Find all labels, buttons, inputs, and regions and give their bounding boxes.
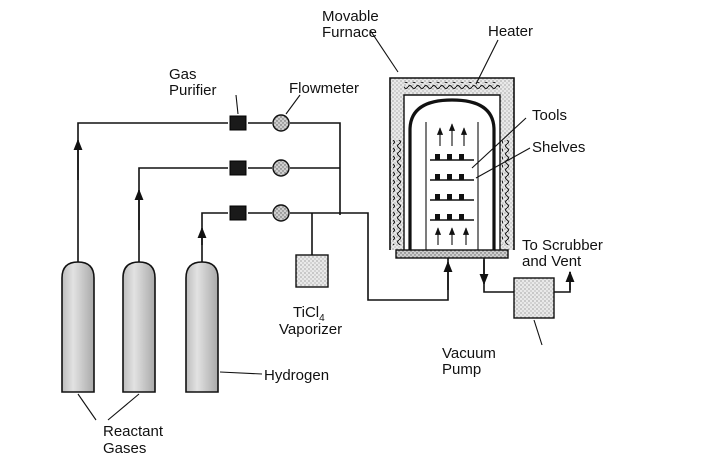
hydrogen-cylinder [185,261,219,393]
tools [435,154,464,220]
ticl4-vaporizer [295,254,329,288]
movable-furnace [389,77,515,250]
label-tools: Tools [532,107,567,124]
reactant-gas-cylinder-1 [61,261,95,393]
flowmeter-2 [272,159,290,177]
gas-line-2 [134,167,340,262]
label-ticl4-main: TiCl [293,304,319,321]
vent-line [554,272,571,293]
label-vacuum-2: Pump [442,361,481,378]
label-scrubber-1: To Scrubber [522,237,603,254]
leader-lines [77,29,543,421]
reactant-gas-cylinder-2 [122,261,156,393]
gas-purifier-1 [229,115,247,131]
label-movable-furnace-1: Movable [322,8,379,25]
label-scrubber-2: and Vent [522,253,582,270]
exhaust-line [483,258,514,293]
gas-line-1 [73,122,341,262]
retort-bell [408,98,496,250]
label-vaporizer: Vaporizer [279,321,342,338]
label-flowmeter: Flowmeter [289,80,359,97]
heater-coil-left [393,140,402,245]
label-ticl4: TiCl4 [293,304,325,324]
label-reactant-1: Reactant [103,423,164,440]
label-vacuum-1: Vacuum [442,345,496,362]
label-movable-furnace-2: Furnace [322,24,377,41]
label-reactant-2: Gases [103,440,146,457]
gas-purifier-3 [229,205,247,221]
label-heater: Heater [488,23,533,40]
label-ticl4-sub: 4 [319,313,325,324]
heater-coil-right [502,140,511,245]
gas-line-3 [197,212,340,262]
gas-purifier-2 [229,160,247,176]
label-hydrogen: Hydrogen [264,367,329,384]
gas-flow-arrows [434,123,470,245]
flowmeter-3 [272,204,290,222]
furnace-base-plate [395,249,509,259]
label-shelves: Shelves [532,139,585,156]
flowmeter-1 [272,114,290,132]
heater-coil-top [404,82,500,91]
label-gas-purifier-2: Purifier [169,82,217,99]
vacuum-pump [513,277,555,319]
label-gas-purifier-1: Gas [169,66,197,83]
